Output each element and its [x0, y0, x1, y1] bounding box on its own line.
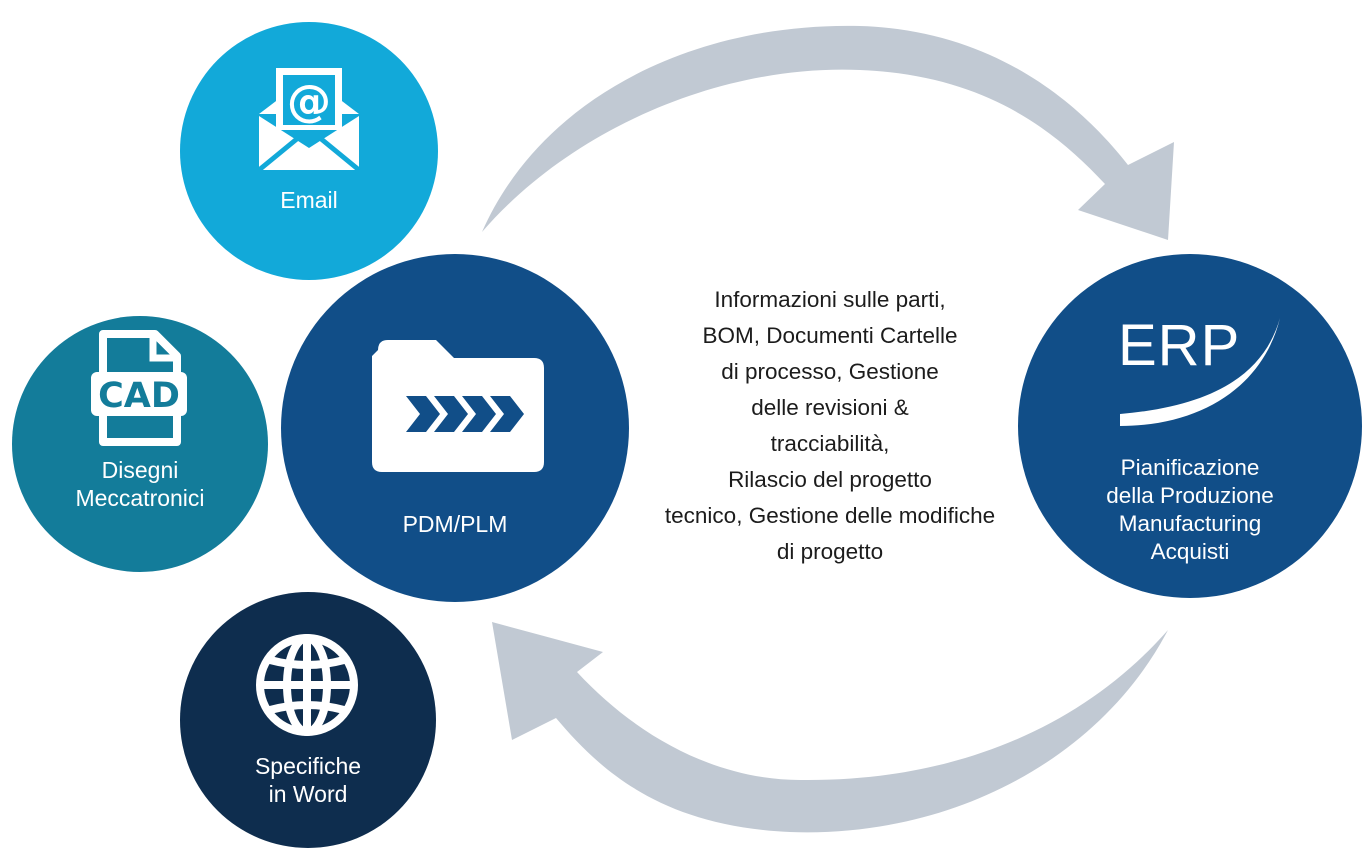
flow-line: tecnico, Gestione delle modifiche	[664, 503, 996, 528]
erp-label: Pianificazione della Produzione Manufact…	[1106, 455, 1274, 564]
flow-line: di processo, Gestione	[721, 359, 939, 384]
flow-line: tracciabilità,	[770, 431, 890, 456]
flow-line: BOM, Documenti Cartelle	[702, 323, 958, 348]
globe-icon	[256, 634, 358, 736]
cad-file-icon: CAD	[91, 330, 187, 446]
swoosh-icon	[1120, 318, 1280, 426]
pdm-plm-label: PDM/PLM	[402, 511, 508, 537]
erp-node: ERP Pianificazione della Produzione Manu…	[1018, 254, 1362, 598]
folder-chevrons-icon	[372, 340, 544, 472]
erp-title: ERP	[1118, 313, 1241, 378]
email-label: Email	[280, 187, 338, 213]
cad-node: CAD Disegni Meccatronici	[12, 316, 268, 572]
envelope-at-icon: @	[257, 68, 361, 172]
flow-line: delle revisioni &	[751, 395, 909, 420]
flow-line: di progetto	[776, 539, 884, 564]
email-node: @ Email	[180, 22, 438, 280]
flow-line: Informazioni sulle parti,	[714, 287, 946, 312]
flow-description: Informazioni sulle parti, BOM, Documenti…	[600, 282, 1060, 570]
cad-icon-text: CAD	[98, 376, 180, 416]
arrow-to-pdm	[492, 622, 1168, 833]
cad-label: Disegni Meccatronici	[75, 457, 205, 511]
flow-line: Rilascio del progetto	[728, 467, 932, 492]
at-symbol: @	[287, 76, 331, 127]
specifiche-word-node: Specifiche in Word	[180, 592, 436, 848]
chevrons	[406, 396, 524, 432]
pdm-plm-node: PDM/PLM	[281, 254, 629, 602]
specifiche-label: Specifiche in Word	[254, 753, 362, 807]
arrow-to-erp	[482, 25, 1174, 240]
